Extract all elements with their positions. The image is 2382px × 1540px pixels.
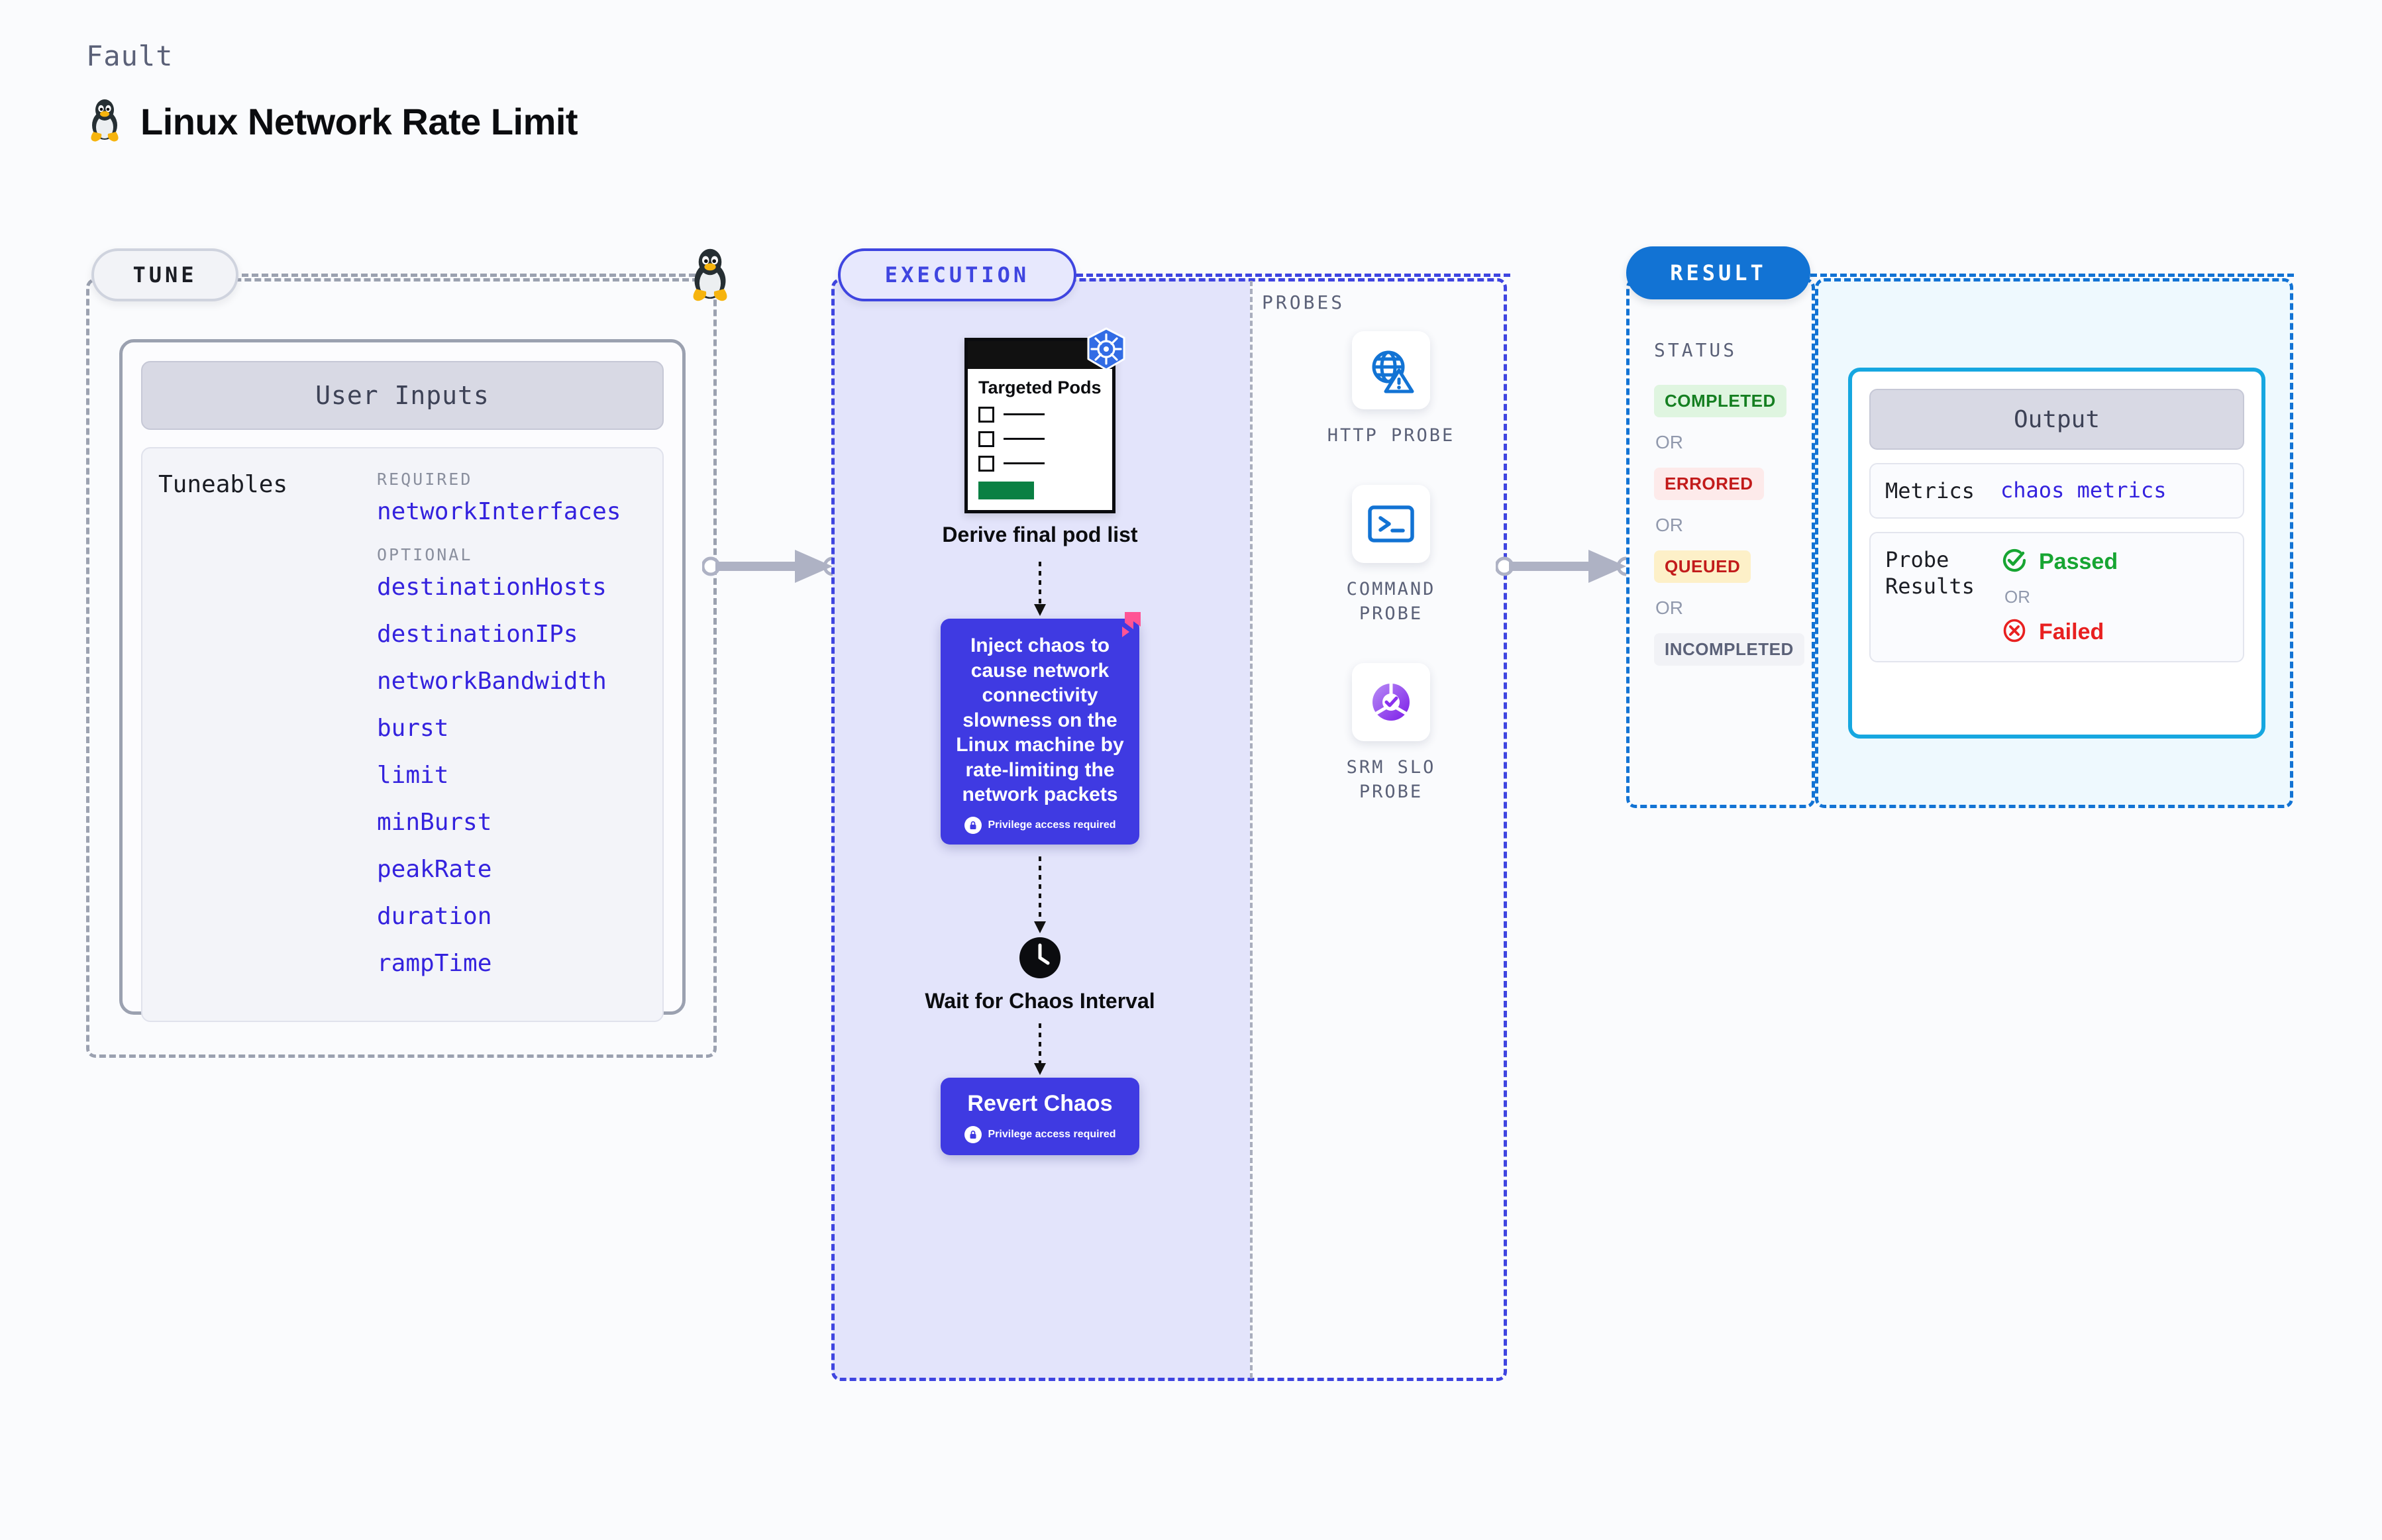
result-connector-line [1810, 274, 2294, 277]
execution-flow: Targeted Pods [907, 327, 1172, 1155]
globe-warning-icon [1352, 331, 1430, 409]
tuneable-destinationhosts[interactable]: destinationHosts [377, 574, 607, 601]
tune-pill: TUNE [91, 248, 238, 301]
arrow-down-1 [907, 562, 1172, 619]
page-header: Fault Linux Network Rate Limit [86, 40, 578, 146]
linux-tux-icon [86, 97, 123, 146]
user-inputs-header: User Inputs [141, 361, 664, 430]
tuneables-list: REQUIRED networkInterfaces OPTIONAL dest… [377, 467, 647, 1003]
tuneables-label: Tuneables [158, 471, 288, 498]
tuneables-body: Tuneables REQUIRED networkInterfaces OPT… [141, 447, 664, 1022]
user-inputs-card: User Inputs Tuneables REQUIRED networkIn… [119, 339, 686, 1022]
result-pill: RESULT [1626, 246, 1810, 299]
execution-section-boundary [831, 278, 1507, 1381]
probe-srm-slo-label: SRM SLO PROBE [1346, 757, 1436, 802]
status-badge-queued: QUEUED [1654, 550, 1751, 583]
clock-icon [907, 936, 1172, 980]
revert-chaos-title: Revert Chaos [967, 1090, 1113, 1116]
slo-gauge-check-icon [1352, 663, 1430, 742]
tuneable-minburst[interactable]: minBurst [377, 809, 492, 836]
tuneable-limit[interactable]: limit [377, 762, 449, 789]
status-badge-completed: COMPLETED [1654, 385, 1786, 417]
probe-http[interactable]: HTTP PROBE [1312, 331, 1471, 448]
probe-result-failed: Failed [2000, 617, 2228, 648]
privilege-row: Privilege access required [953, 816, 1127, 834]
targeted-pods-title: Targeted Pods [978, 378, 1102, 397]
pod-list-item [978, 455, 1102, 472]
status-column: STATUS COMPLETED OR ERRORED OR QUEUED OR… [1654, 339, 1813, 666]
output-header: Output [1869, 389, 2244, 450]
lock-icon [964, 816, 982, 834]
terminal-icon [1352, 485, 1430, 564]
or-separator: OR [2004, 587, 2030, 607]
or-separator: OR [1655, 597, 1683, 618]
status-badge-incompleted: INCOMPLETED [1654, 633, 1804, 666]
wait-for-chaos-caption: Wait for Chaos Interval [925, 988, 1155, 1013]
output-key-probe-results: Probe Results [1885, 547, 1975, 599]
privilege-row: Privilege access required [953, 1125, 1127, 1143]
tuneable-burst[interactable]: burst [377, 715, 449, 742]
tuneable-duration[interactable]: duration [377, 903, 492, 930]
revert-chaos-block: Revert Chaos Privilege access required [941, 1077, 1139, 1155]
tuneable-destinationips[interactable]: destinationIPs [377, 621, 578, 648]
or-separator: OR [1655, 515, 1683, 535]
result-section-boundary [1626, 278, 1815, 808]
output-key-metrics: Metrics [1885, 478, 1975, 503]
tuneable-peakrate[interactable]: peakRate [377, 856, 492, 883]
tuneable-networkbandwidth[interactable]: networkBandwidth [377, 668, 607, 695]
arrow-execution-to-result [1494, 543, 1636, 593]
execution-pill: EXECUTION [838, 248, 1076, 301]
output-row-metrics: Metrics chaos metrics [1869, 463, 2244, 519]
pod-name-placeholder [1004, 438, 1045, 440]
lock-icon [964, 1125, 982, 1143]
checkbox-icon [978, 406, 994, 423]
output-row-probe-results: Probe Results Passed OR [1869, 532, 2244, 662]
or-separator: OR [1655, 432, 1683, 452]
pod-list-item [978, 431, 1102, 447]
status-badge-errored: ERRORED [1654, 468, 1764, 500]
pod-list-item [978, 406, 1102, 423]
probe-http-label: HTTP PROBE [1327, 425, 1455, 446]
output-card: Output Metrics chaos metrics Probe Resul… [1848, 368, 2265, 739]
inject-chaos-text: Inject chaos to cause network connectivi… [956, 635, 1124, 806]
probes-list: HTTP PROBE COMMAND PROBE [1312, 331, 1471, 841]
arrow-tune-to-execution [701, 543, 843, 593]
privilege-note: Privilege access required [988, 819, 1116, 831]
kubernetes-icon [1083, 327, 1129, 373]
arrow-down-3 [907, 1023, 1172, 1078]
probes-title: PROBES [1262, 291, 1345, 313]
probe-command-label: COMMAND PROBE [1346, 579, 1436, 624]
check-circle-icon [2000, 546, 2028, 578]
pod-name-placeholder [1004, 413, 1045, 416]
output-value-metrics[interactable]: chaos metrics [2000, 478, 2167, 503]
failed-label: Failed [2039, 619, 2104, 644]
probe-result-passed: Passed [2000, 546, 2228, 578]
inject-chaos-block: Inject chaos to cause network connectivi… [941, 612, 1141, 845]
status-title: STATUS [1654, 339, 1737, 361]
tune-connector-line [242, 274, 705, 277]
x-circle-icon [2000, 617, 2028, 648]
group-label-optional: OPTIONAL [377, 545, 473, 564]
fault-kicker: Fault [86, 40, 174, 72]
tuneable-networkinterfaces[interactable]: networkInterfaces [377, 498, 621, 525]
derive-pod-list-caption: Derive final pod list [942, 522, 1138, 546]
linux-tux-icon [682, 246, 738, 302]
execution-connector-line [1076, 274, 1510, 277]
probe-command[interactable]: COMMAND PROBE [1312, 485, 1471, 626]
litmuschaos-icon [1102, 609, 1143, 650]
probe-srm-slo[interactable]: SRM SLO PROBE [1312, 663, 1471, 804]
passed-label: Passed [2039, 549, 2118, 574]
group-label-required: REQUIRED [377, 470, 473, 489]
privilege-note: Privilege access required [988, 1128, 1116, 1140]
pods-confirm-bar [978, 481, 1034, 499]
arrow-down-2 [907, 856, 1172, 936]
targeted-pods-card: Targeted Pods [964, 327, 1125, 513]
checkbox-icon [978, 455, 994, 472]
pod-name-placeholder [1004, 462, 1045, 465]
title-row: Linux Network Rate Limit [86, 97, 578, 146]
page-title: Linux Network Rate Limit [140, 101, 578, 142]
tuneable-ramptime[interactable]: rampTime [377, 950, 492, 977]
checkbox-icon [978, 431, 994, 447]
probes-divider [1250, 281, 1253, 1378]
